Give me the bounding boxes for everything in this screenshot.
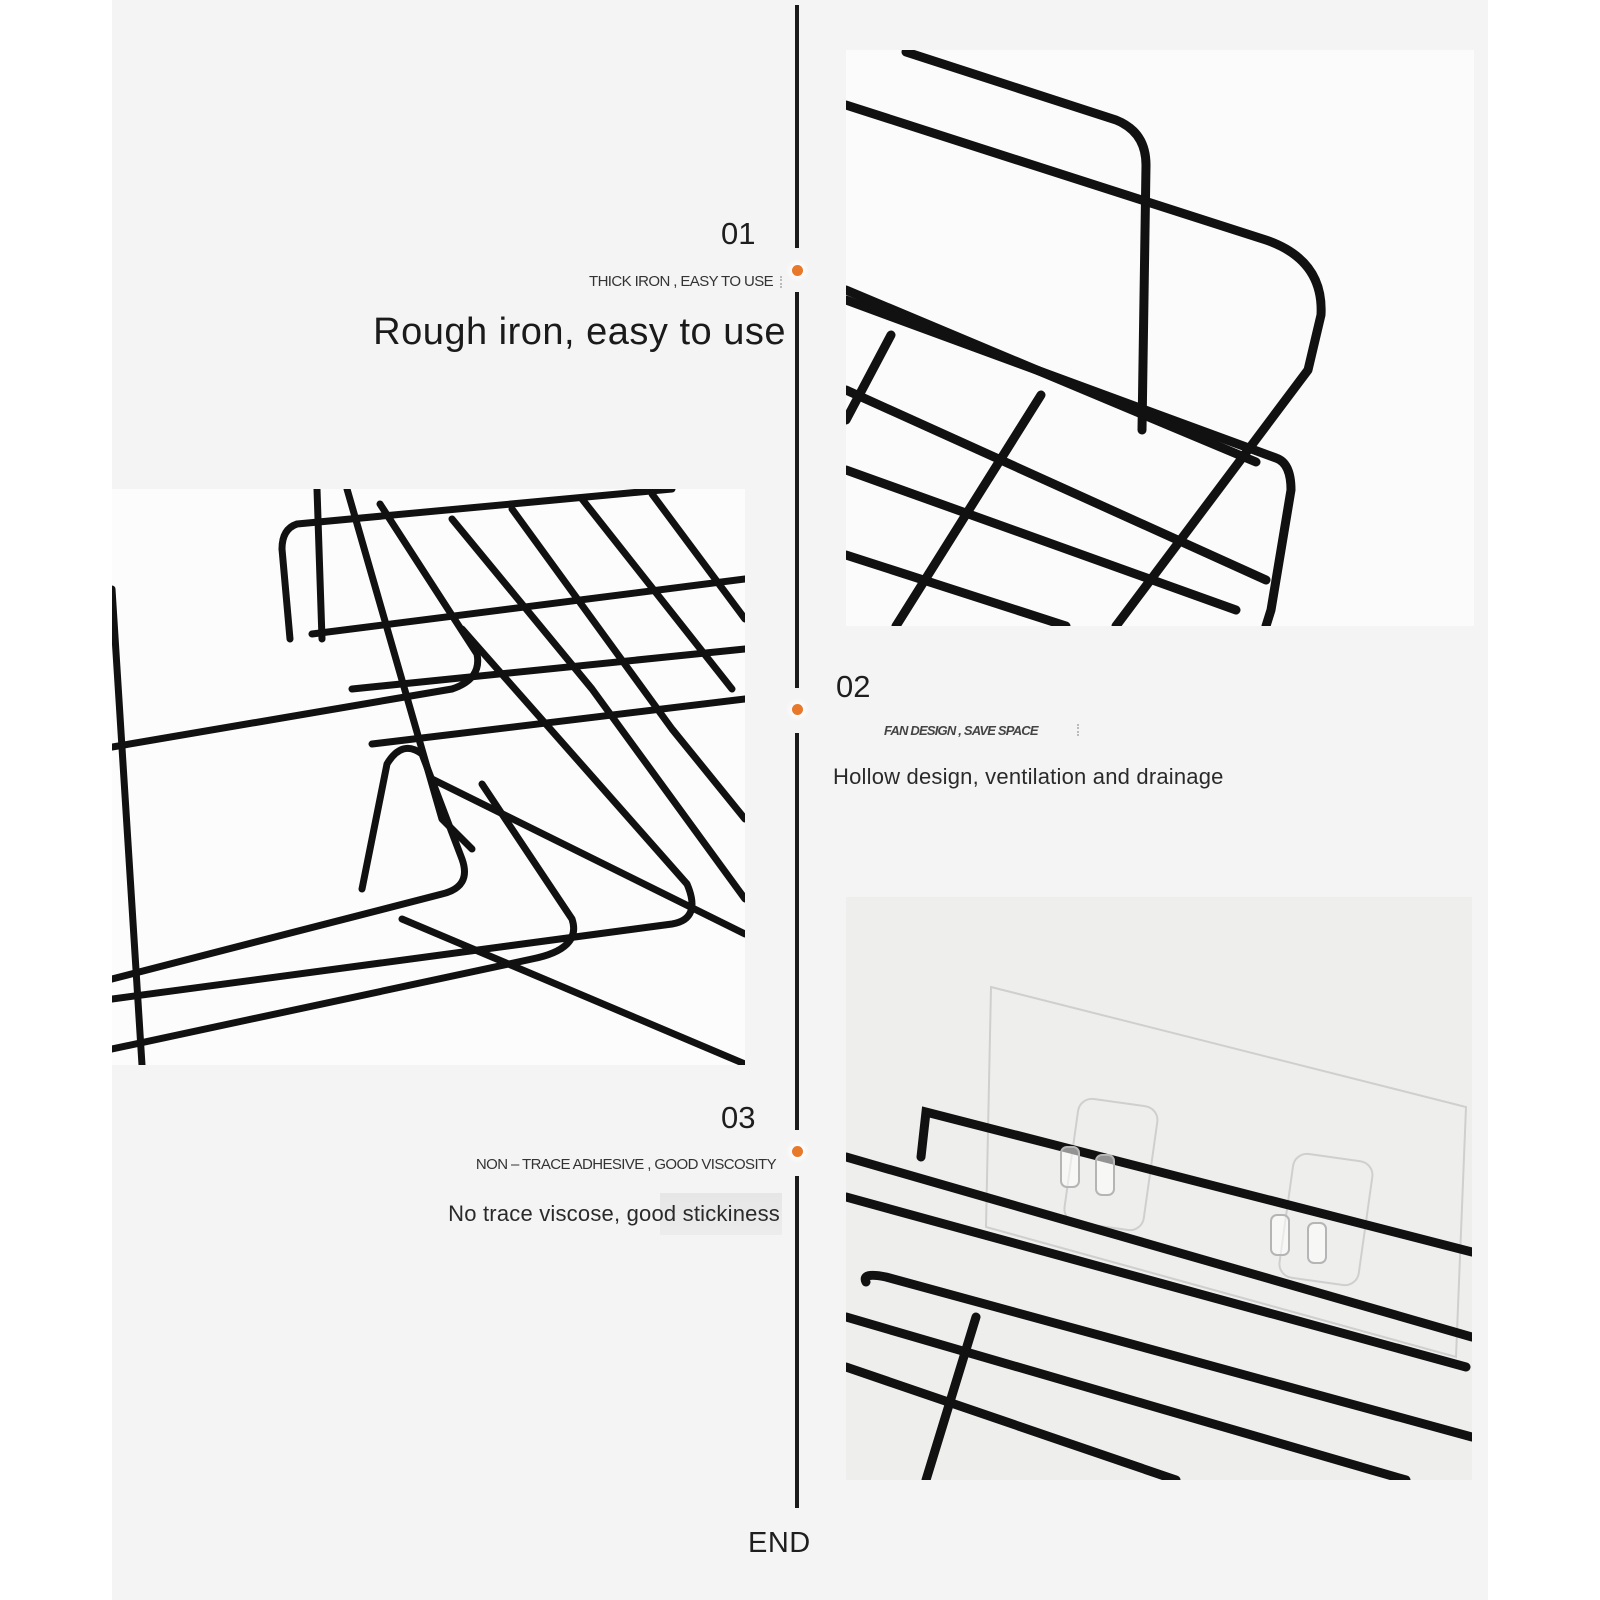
wire-basket-adhesive-image <box>846 985 1472 1480</box>
end-label: END <box>748 1527 811 1559</box>
feature-number-03: 03 <box>721 1100 756 1135</box>
photo-adhesive-hooks <box>846 897 1472 1480</box>
wire-basket-corner-image <box>846 50 1326 626</box>
timeline-line-segment <box>795 1176 799 1508</box>
feature-headline-03: No trace viscose, good stickiness <box>448 1201 780 1226</box>
timeline-line-segment <box>795 5 799 248</box>
feature-subtitle-01: THICK IRON , EASY TO USE <box>589 273 774 290</box>
feature-headline-02: Hollow design, ventilation and drainage <box>833 764 1224 789</box>
feature-number-02: 02 <box>836 669 871 704</box>
adhesive-backing-plate <box>984 985 1468 1359</box>
feature-subtitle-02: FAN DESIGN , SAVE SPACE <box>884 723 1039 738</box>
feature-number-01: 01 <box>721 216 756 251</box>
text-highlight-shade <box>660 1193 782 1235</box>
feature-headline-01: Rough iron, easy to use <box>373 311 786 353</box>
photo-basket-corner <box>846 50 1474 626</box>
timeline-dot-03 <box>792 1146 803 1157</box>
dotted-separator <box>780 276 784 288</box>
timeline-line-segment <box>795 292 799 688</box>
feature-subtitle-03: NON – TRACE ADHESIVE , GOOD VISCOSITY <box>475 1156 777 1173</box>
timeline-dot-02 <box>792 704 803 715</box>
timeline-line-segment <box>795 733 799 1130</box>
photo-basket-side <box>112 489 745 1065</box>
timeline-dot-01 <box>792 265 803 276</box>
dotted-separator <box>1077 724 1081 736</box>
wire-basket-side-image <box>112 489 745 1065</box>
